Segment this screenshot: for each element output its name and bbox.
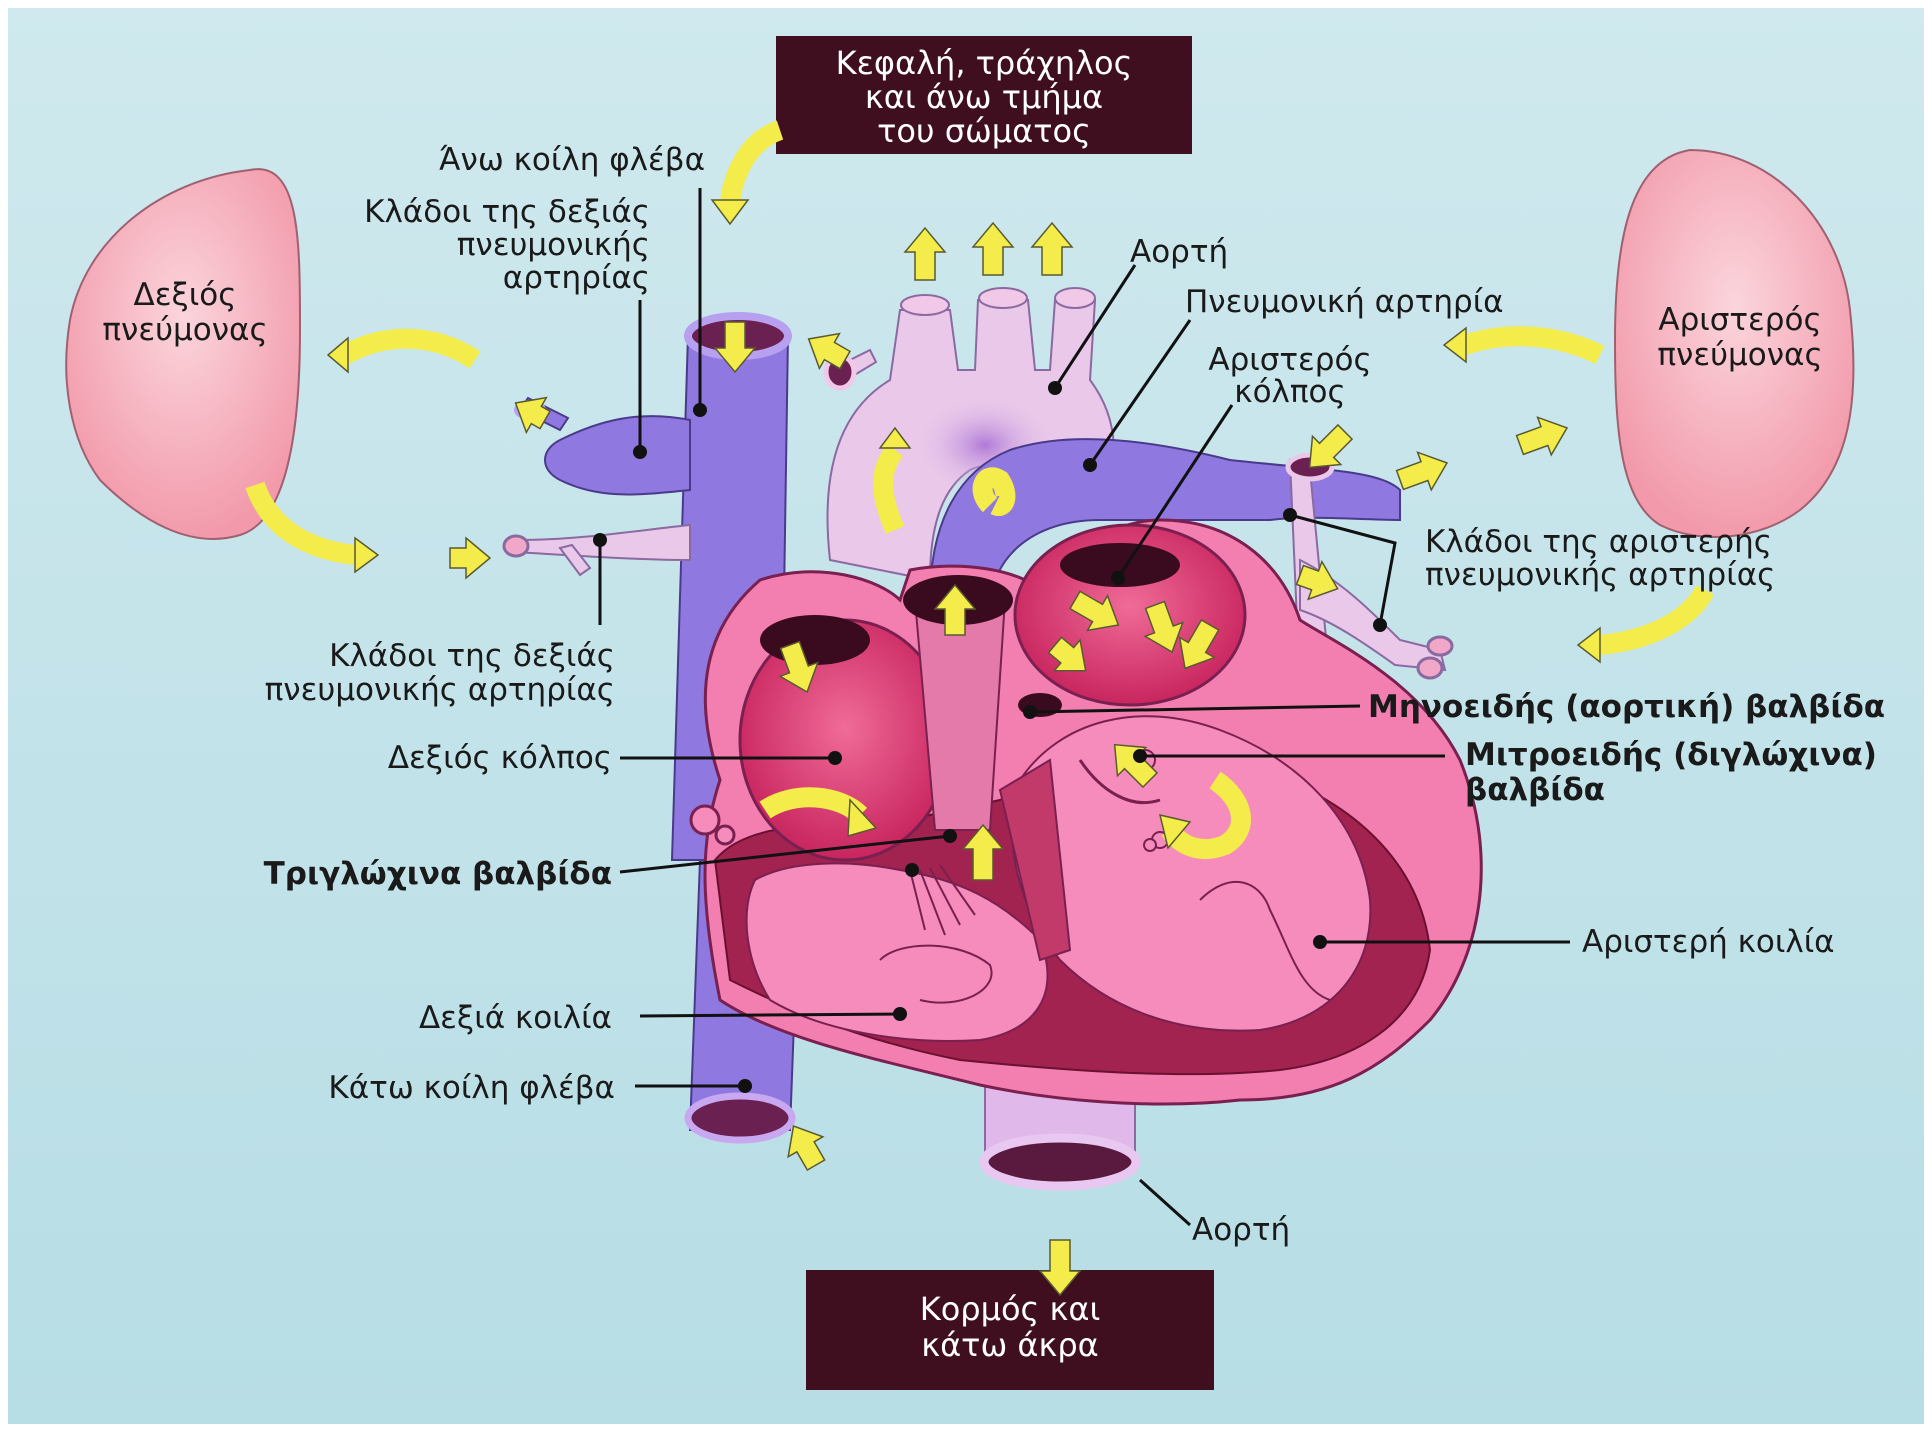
label-aorta-top: Αορτή <box>1130 234 1228 270</box>
left-lung-label-2: πνεύμονας <box>1657 337 1822 373</box>
label-pulmonary-artery: Πνευμονική αρτηρία <box>1185 284 1504 320</box>
label-rpa-top-3: αρτηρίας <box>503 260 650 296</box>
label-rpa-bottom-1: Κλάδοι της δεξιάς <box>329 638 615 674</box>
label-mitral-valve-1: Μιτροειδής (διγλώχινα) <box>1465 737 1877 773</box>
label-right-ventricle: Δεξιά κοιλία <box>419 1000 612 1036</box>
label-rpa-top-2: πνευμονικής <box>457 227 650 263</box>
label-inferior-vena-cava: Κάτω κοίλη φλέβα <box>328 1070 615 1106</box>
trunk-box-line-2: κάτω άκρα <box>921 1326 1099 1364</box>
label-right-atrium: Δεξιός κόλπος <box>388 740 612 776</box>
label-aorta-bottom: Αορτή <box>1192 1212 1290 1248</box>
head-box: Κεφαλή, τράχηλος και άνω τμήμα του σώματ… <box>776 36 1192 154</box>
label-left-ventricle: Αριστερή κοιλία <box>1582 924 1835 960</box>
label-superior-vena-cava: Άνω κοίλη φλέβα <box>439 142 705 178</box>
head-box-line-3: του σώματος <box>877 112 1091 150</box>
label-lpa-1: Κλάδοι της αριστερής <box>1425 524 1772 560</box>
trunk-box-line-1: Κορμός και <box>920 1290 1101 1328</box>
trunk-box: Κορμός και κάτω άκρα <box>806 1270 1214 1390</box>
label-left-atrium-1: Αριστερός <box>1208 342 1371 378</box>
right-lung-label-1: Δεξιός <box>134 277 237 313</box>
label-rpa-bottom-2: πνευμονικής αρτηρίας <box>265 672 615 708</box>
head-box-line-1: Κεφαλή, τράχηλος <box>836 44 1133 82</box>
label-mitral-valve-2: βαλβίδα <box>1465 772 1605 808</box>
label-rpa-top-1: Κλάδοι της δεξιάς <box>364 194 650 230</box>
curved-arrow-aortic-arch <box>883 450 895 530</box>
label-aortic-valve: Μηνοειδής (αορτική) βαλβίδα <box>1368 689 1885 725</box>
left-lung-label-1: Αριστερός <box>1658 302 1821 338</box>
label-left-atrium-2: κόλπος <box>1234 374 1345 410</box>
right-lung-label-2: πνεύμονας <box>102 312 267 348</box>
label-lpa-2: πνευμονικής αρτηρίας <box>1425 557 1775 593</box>
head-box-line-2: και άνω τμήμα <box>865 78 1103 116</box>
label-tricuspid-valve: Τριγλώχινα βαλβίδα <box>264 856 612 892</box>
